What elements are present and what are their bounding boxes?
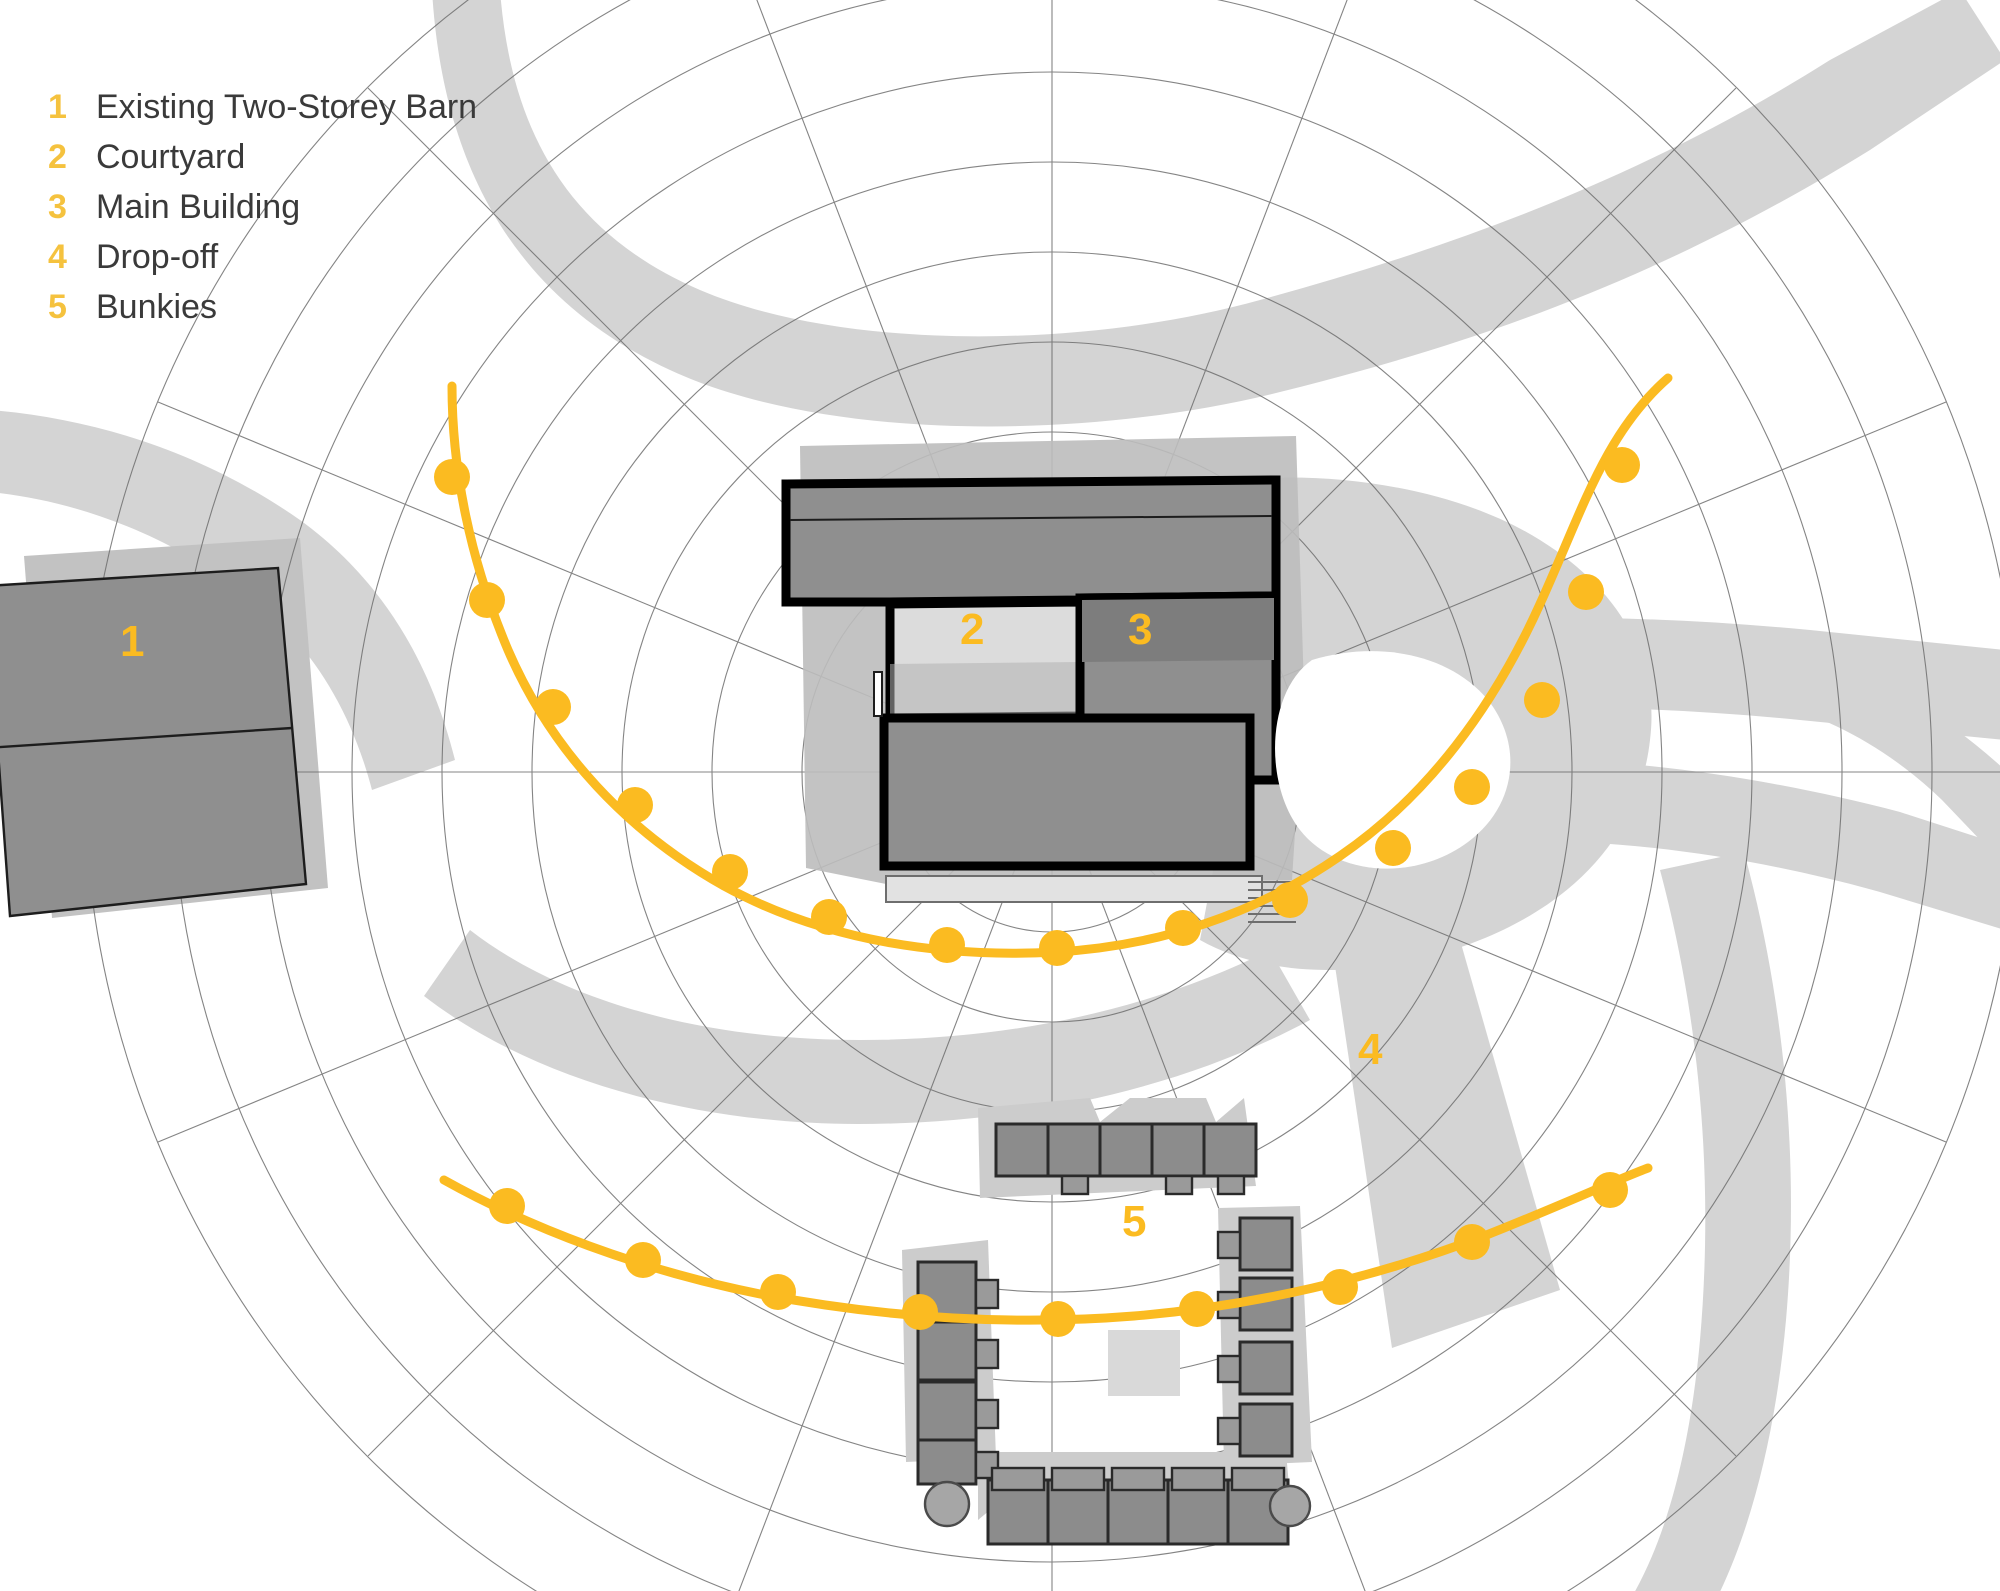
path-node — [902, 1294, 938, 1330]
legend-item-2: 2 Courtyard — [48, 138, 477, 188]
legend-label: Bunkies — [96, 288, 217, 326]
bunkie-cluster — [902, 1098, 1312, 1546]
tree-marker — [1268, 1484, 1312, 1528]
road-southwest-sweep — [424, 930, 1310, 1124]
path-node — [1375, 830, 1411, 866]
entry-stair-hatch — [1248, 881, 1296, 923]
drop-off-band — [1318, 852, 1560, 1348]
path-node — [1454, 769, 1490, 805]
path-node — [625, 1242, 661, 1278]
path-node — [1272, 882, 1308, 918]
legend-number: 4 — [48, 238, 67, 276]
bunkie — [1202, 1122, 1258, 1178]
courtyard-west-slot — [873, 671, 883, 717]
tree-marker — [923, 1480, 971, 1528]
bunkie — [994, 1122, 1050, 1178]
bunkie — [1238, 1402, 1294, 1458]
path-node — [1604, 447, 1640, 483]
path-node — [1322, 1269, 1358, 1305]
bunkie — [1046, 1122, 1102, 1178]
legend-number: 1 — [48, 88, 67, 126]
bunkie — [916, 1320, 978, 1382]
legend-number: 5 — [48, 288, 67, 326]
existing-barn — [0, 566, 308, 918]
path-node — [1165, 910, 1201, 946]
turnaround-island — [1275, 651, 1511, 869]
bunkie-court — [1108, 1330, 1180, 1396]
path-node — [1179, 1291, 1215, 1327]
bunkie-row-top-porches — [1060, 1174, 1246, 1196]
legend-item-4: 4 Drop-off — [48, 238, 477, 288]
barn-divider — [0, 726, 293, 749]
bunkie-col-right-porches — [1216, 1230, 1242, 1446]
upper-path-nodes — [434, 447, 1640, 966]
bunkie-row-top — [994, 1122, 1258, 1178]
legend-label: Courtyard — [96, 138, 246, 176]
legend-label: Existing Two-Storey Barn — [96, 88, 478, 126]
path-node — [469, 582, 505, 618]
barn-body — [0, 566, 308, 918]
road-east-lower — [1430, 758, 2000, 929]
bunkie — [916, 1380, 978, 1442]
legend: 1 Existing Two-Storey Barn 2 Courtyard 3… — [48, 88, 477, 338]
path-node — [434, 459, 470, 495]
road-southeast-leg — [1635, 852, 1791, 1591]
map-label-courtyard: 2 — [960, 605, 985, 654]
legend-label: Main Building — [96, 188, 301, 226]
bunkie — [1098, 1122, 1154, 1178]
courtyard-shade — [890, 662, 1080, 718]
bunkie-col-left-porches — [974, 1278, 1000, 1480]
legend-item-1: 1 Existing Two-Storey Barn — [48, 88, 477, 138]
building-north-wing-roofline — [789, 515, 1273, 521]
bunkie — [1238, 1276, 1294, 1332]
path-node — [712, 854, 748, 890]
path-node — [760, 1274, 796, 1310]
map-label-main-building: 3 — [1128, 605, 1153, 654]
building-north-wing — [781, 475, 1281, 607]
legend-number: 3 — [48, 188, 67, 226]
path-node — [1568, 574, 1604, 610]
bunkie — [1238, 1216, 1294, 1272]
path-node — [1039, 930, 1075, 966]
circulation-paths — [434, 373, 1673, 1337]
map-label-drop-off: 4 — [1358, 1025, 1383, 1074]
path-node — [1592, 1172, 1628, 1208]
lower-path-nodes — [489, 1172, 1628, 1337]
bunkie — [916, 1438, 978, 1486]
bunkie-row-bottom-porches — [990, 1466, 1286, 1492]
path-node — [1454, 1224, 1490, 1260]
road-east-branch — [1748, 648, 2000, 861]
legend-item-5: 5 Bunkies — [48, 288, 477, 338]
legend-label: Drop-off — [96, 238, 219, 276]
building-east-shade — [1082, 598, 1274, 662]
path-node — [489, 1188, 525, 1224]
road-west-entry — [0, 410, 455, 790]
main-building — [781, 436, 1304, 923]
path-node — [617, 787, 653, 823]
legend-number: 2 — [48, 138, 67, 176]
path-node — [1040, 1301, 1076, 1337]
map-label-bunkies: 5 — [1122, 1197, 1147, 1246]
path-node — [811, 899, 847, 935]
path-node — [929, 927, 965, 963]
bunkie — [1150, 1122, 1206, 1178]
building-south-terrace — [885, 875, 1263, 903]
path-node — [535, 689, 571, 725]
legend-item-3: 3 Main Building — [48, 188, 477, 238]
building-south-mass — [879, 713, 1255, 871]
road-north-curve — [432, 0, 2000, 427]
bunkie — [1238, 1340, 1294, 1396]
path-node — [1524, 682, 1560, 718]
map-label-existing-two-storey-barn: 1 — [120, 617, 145, 666]
